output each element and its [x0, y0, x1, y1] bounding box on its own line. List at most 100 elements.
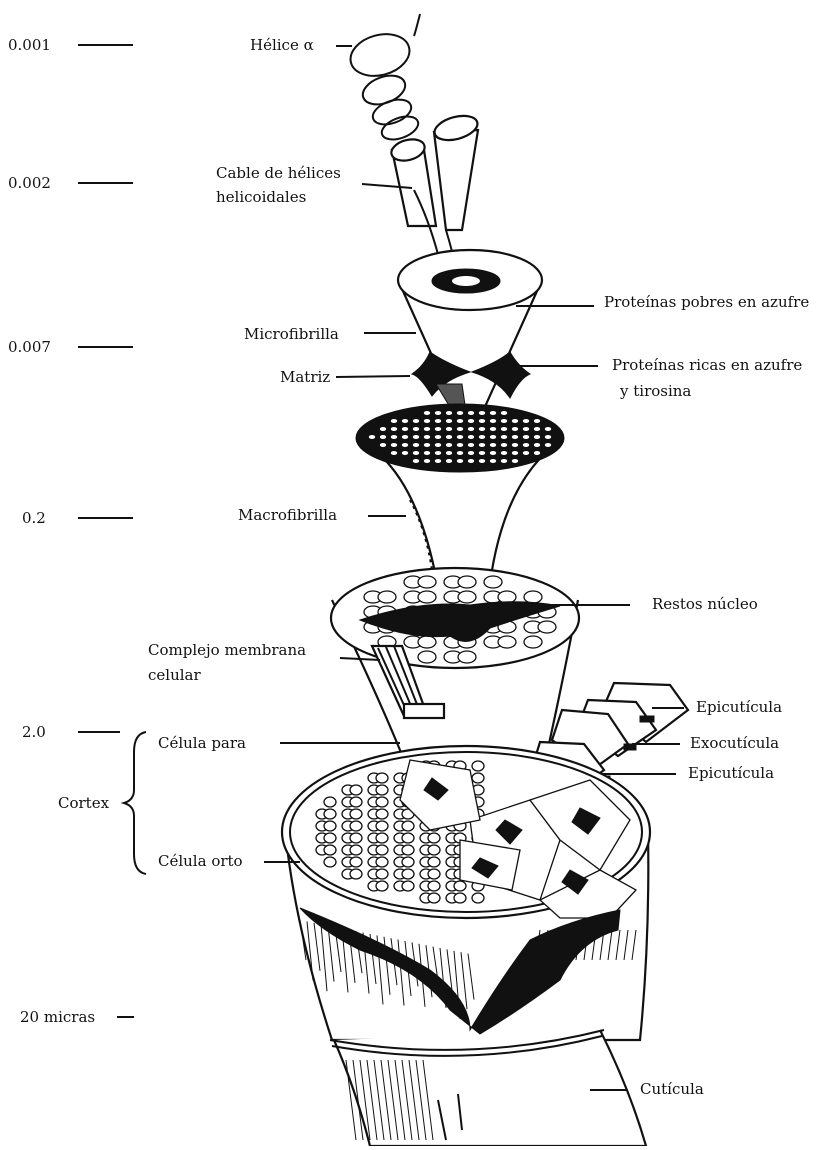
microfibril-dot — [545, 427, 551, 431]
ortho-blob — [376, 821, 388, 831]
microfibril-dot — [534, 443, 540, 447]
microfibril-dot — [523, 435, 529, 439]
microfibril-dot — [391, 451, 397, 455]
microfibril-dot — [413, 419, 419, 423]
microfibril-dot — [501, 443, 507, 447]
microfibril-dot — [468, 411, 474, 415]
microfibril-dot — [424, 459, 430, 463]
microfibril-dot — [391, 435, 397, 439]
macrofibril-blob — [418, 636, 436, 648]
microfibril-dot — [446, 435, 452, 439]
microfibril-dot — [545, 435, 551, 439]
microfibril-dot — [457, 459, 463, 463]
ortho-blob — [350, 869, 362, 879]
microfibril-dot — [435, 459, 441, 463]
label-celula-orto: Célula orto — [158, 852, 243, 870]
ortho-blob — [376, 869, 388, 879]
microfibril-dot — [468, 451, 474, 455]
ortho-blob — [376, 773, 388, 783]
microfibril-dot — [490, 443, 496, 447]
microfibril-dot — [446, 419, 452, 423]
microfibril-dot — [413, 451, 419, 455]
ortho-blob — [472, 761, 484, 771]
label-exocuticula: Exocutícula — [690, 734, 779, 752]
microfibril-dot — [468, 419, 474, 423]
ortho-blob — [472, 773, 484, 783]
microfibril-dot — [435, 419, 441, 423]
label-celula-para: Célula para — [158, 734, 246, 752]
ortho-blob — [376, 809, 388, 819]
label-helice-alpha: Hélice α — [250, 36, 314, 54]
label-matriz: Matriz — [280, 368, 330, 386]
cortex-cylinder — [282, 746, 650, 1040]
macrofibril-blob — [418, 576, 436, 588]
microfibril-dot — [391, 419, 397, 423]
microfibril-dot — [413, 435, 419, 439]
microfibril-dot — [369, 435, 375, 439]
microfibril-dot — [512, 459, 518, 463]
ortho-blob — [428, 869, 440, 879]
ortho-blob — [350, 809, 362, 819]
microfibril-dot — [457, 451, 463, 455]
ortho-blob — [454, 893, 466, 903]
microfibril-dot — [380, 443, 386, 447]
label-proteinas-pobres: Proteínas pobres en azufre — [604, 293, 809, 311]
scale-label-0007: 0.007 — [8, 338, 51, 356]
microfibril-dot — [391, 443, 397, 447]
helix-cable — [389, 112, 480, 268]
microfibril-dot — [490, 419, 496, 423]
ortho-blob — [376, 785, 388, 795]
ortho-blob — [324, 833, 336, 843]
microfibril-dot — [523, 427, 529, 431]
ortho-blob — [376, 797, 388, 807]
microfibril-dot — [490, 435, 496, 439]
microfibril-dot — [402, 419, 408, 423]
label-proteinas-ricas-2: y tirosina — [619, 382, 691, 400]
ortho-blob — [402, 833, 414, 843]
microfibril-dot — [424, 451, 430, 455]
ortho-blob — [324, 857, 336, 867]
ortho-blob — [376, 857, 388, 867]
microfibril-dot — [391, 427, 397, 431]
macrofibril-blob — [378, 591, 396, 603]
microfibril-dot — [468, 435, 474, 439]
ortho-blob — [376, 881, 388, 891]
microfibril-dot — [457, 419, 463, 423]
macrofibril-blob — [524, 591, 542, 603]
microfibril-dot — [501, 427, 507, 431]
microfibril-dot — [457, 427, 463, 431]
microfibril-dot — [534, 451, 540, 455]
macrofibril-blob — [458, 576, 476, 588]
microfibril-dot — [446, 443, 452, 447]
macrofibril-blob — [538, 621, 556, 633]
microfibril-dot — [545, 443, 551, 447]
microfibril-dot — [380, 427, 386, 431]
macrofibril-blob — [498, 591, 516, 603]
ortho-blob — [350, 821, 362, 831]
microfibril-dot — [402, 451, 408, 455]
scale-label-20-micras: 20 micras — [20, 1008, 95, 1026]
microfibril-dot — [468, 427, 474, 431]
microfibril-dot — [479, 451, 485, 455]
microfibril-dot — [424, 443, 430, 447]
macrofibril-blob — [418, 591, 436, 603]
microfibril-dot — [435, 411, 441, 415]
scale-label-02: 0.2 — [22, 509, 46, 527]
macrofibril-blob — [418, 651, 436, 663]
microfibril-dot — [446, 427, 452, 431]
scale-label-0001: 0.001 — [8, 36, 51, 54]
ortho-blob — [402, 821, 414, 831]
cortex-brace — [124, 732, 146, 874]
alpha-helix — [346, 14, 421, 144]
microfibril-dot — [380, 435, 386, 439]
ortho-blob — [428, 881, 440, 891]
microfibril-dot — [501, 411, 507, 415]
scale-bar: 0.001 0.002 0.007 0.2 2.0 20 micras Cort… — [8, 36, 146, 1026]
microfibril-dot — [490, 459, 496, 463]
ortho-blob — [350, 785, 362, 795]
label-complejo-1: Complejo membrana — [148, 641, 306, 659]
label-epicuticula-top: Epicutícula — [696, 698, 782, 716]
microfibril-dot — [523, 419, 529, 423]
